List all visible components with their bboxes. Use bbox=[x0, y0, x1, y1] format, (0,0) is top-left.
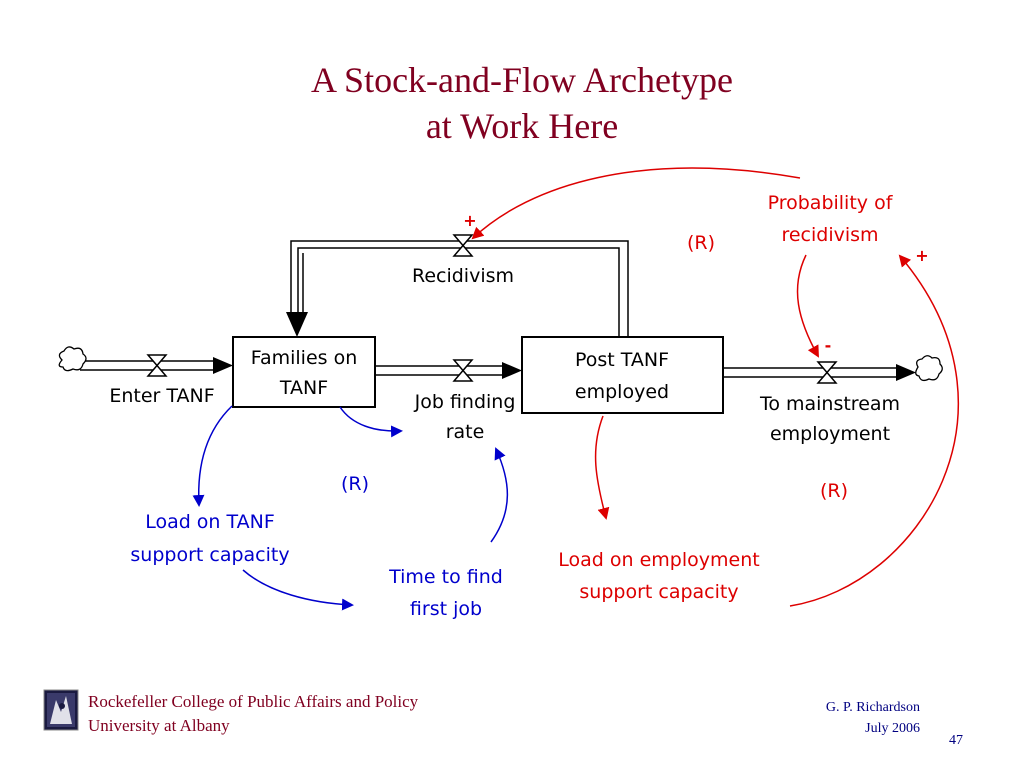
slide-title-line-1: A Stock-and-Flow Archetype bbox=[311, 60, 733, 100]
polarity-mainstream: - bbox=[825, 336, 832, 355]
loop-label-top: (R) bbox=[687, 232, 715, 254]
load-on-tanf-label-1: Load on TANF bbox=[145, 511, 275, 533]
page-number: 47 bbox=[949, 733, 963, 748]
link-time-to-job-finding bbox=[490, 447, 509, 543]
time-to-find-first-job-label-1: Time to find bbox=[388, 566, 503, 588]
slide-title-line-2: at Work Here bbox=[426, 106, 618, 146]
families-on-tanf-label-1: Families on bbox=[251, 347, 357, 369]
footer-org-line-2: University at Albany bbox=[88, 716, 230, 735]
polarity-probability: + bbox=[915, 246, 928, 265]
link-probability-to-mainstream bbox=[796, 254, 819, 358]
enter-tanf-pipe bbox=[80, 357, 233, 374]
university-logo bbox=[43, 689, 79, 731]
job-finding-pipe bbox=[375, 362, 522, 379]
to-mainstream-label-2: employment bbox=[770, 423, 890, 445]
probability-of-recidivism-label-2: recidivism bbox=[781, 224, 878, 246]
job-finding-rate-label-2: rate bbox=[446, 421, 485, 443]
families-on-tanf-stock bbox=[232, 336, 376, 408]
link-load-employment-to-probability bbox=[789, 254, 959, 607]
polarity-recidivism: + bbox=[463, 211, 476, 230]
probability-of-recidivism-label-1: Probability of bbox=[768, 192, 894, 214]
link-families-to-load-tanf bbox=[192, 405, 233, 507]
recidivism-valve bbox=[452, 234, 474, 257]
to-mainstream-label-1: To mainstream bbox=[759, 393, 900, 415]
footer-date: July 2006 bbox=[865, 721, 920, 736]
enter-tanf-label: Enter TANF bbox=[109, 385, 214, 407]
families-on-tanf-label-2: TANF bbox=[279, 377, 328, 399]
recidivism-label: Recidivism bbox=[412, 265, 514, 287]
post-tanf-employed-stock bbox=[521, 336, 724, 414]
link-post-to-load-employment bbox=[594, 415, 610, 520]
mainstream-valve bbox=[816, 361, 838, 384]
link-load-tanf-to-time bbox=[242, 569, 354, 611]
loop-label-right: (R) bbox=[820, 480, 848, 502]
post-tanf-employed-label-1: Post TANF bbox=[575, 349, 669, 371]
loop-label-left: (R) bbox=[341, 473, 369, 495]
sink-cloud-icon bbox=[915, 355, 943, 382]
time-to-find-first-job-label-2: first job bbox=[410, 598, 482, 620]
post-tanf-employed-label-2: employed bbox=[575, 381, 669, 403]
source-cloud-icon bbox=[58, 346, 87, 372]
enter-tanf-valve bbox=[146, 354, 168, 377]
link-probability-to-recidivism bbox=[471, 167, 801, 240]
footer-author: G. P. Richardson bbox=[826, 700, 920, 715]
job-finding-rate-label-1: Job finding bbox=[414, 391, 516, 413]
load-on-tanf-label-2: support capacity bbox=[130, 544, 289, 566]
link-families-to-job-finding bbox=[339, 406, 403, 438]
mainstream-pipe bbox=[723, 364, 916, 381]
footer-org-line-1: Rockefeller College of Public Affairs an… bbox=[88, 692, 419, 711]
load-on-employment-label-2: support capacity bbox=[579, 581, 738, 603]
job-finding-valve bbox=[452, 359, 474, 382]
load-on-employment-label-1: Load on employment bbox=[558, 549, 759, 571]
